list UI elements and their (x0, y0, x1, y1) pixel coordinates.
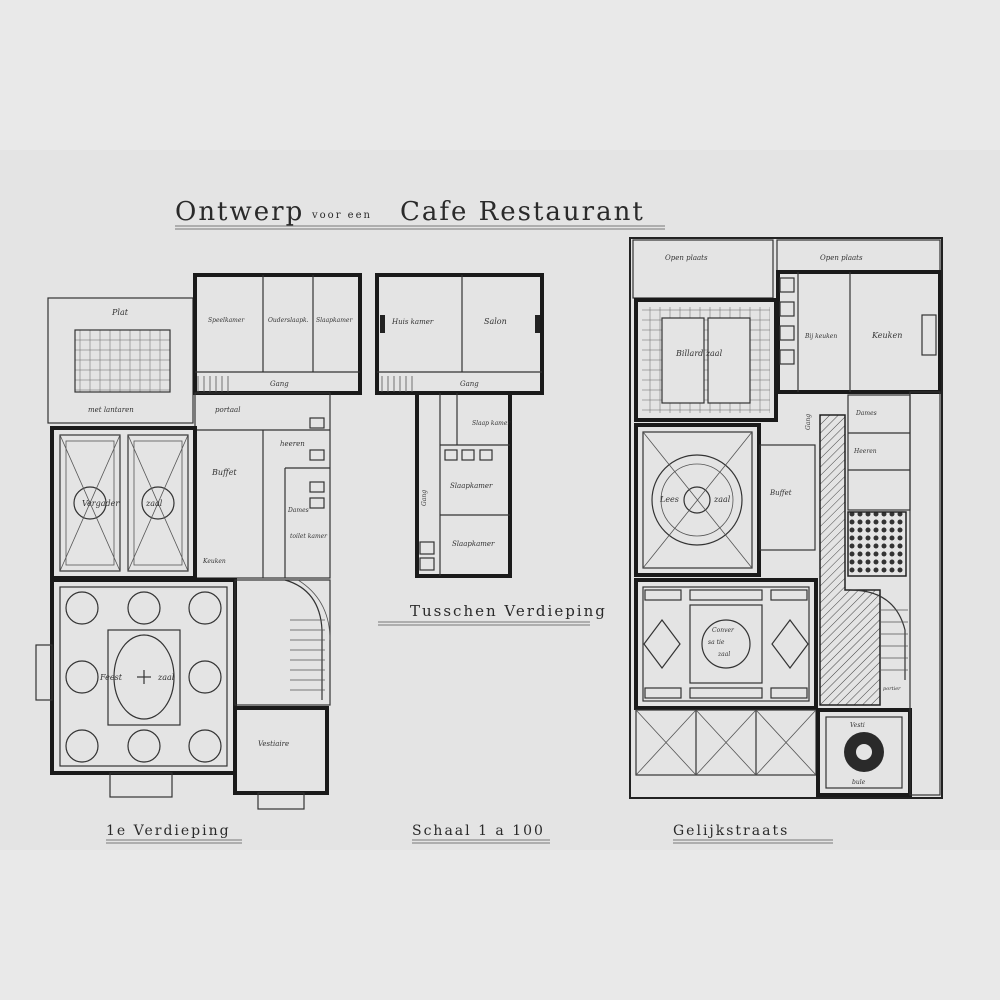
label-feest-a: Feest (99, 673, 123, 682)
title-word-2: Cafe Restaurant (400, 197, 645, 227)
label-heeren-ground: Heeren (853, 448, 877, 455)
label-vesti-b: bule (852, 779, 866, 786)
label-slaapkamer-mezz-2: Slaapkamer (450, 482, 493, 490)
plan-mezzanine: Huis kamer Salon Gang Slaap kamer Slaapk… (375, 273, 544, 578)
label-salon: Salon (484, 317, 507, 326)
label-keuken-small: Keuken (202, 558, 226, 565)
buffet-ground (759, 444, 816, 551)
label-gang-ground: Gang (805, 414, 812, 430)
label-conver-b: sa tie (708, 639, 725, 646)
billiard-table-1 (661, 317, 705, 404)
title-small-words: voor een (311, 210, 372, 221)
cloakroom (233, 706, 329, 795)
conversation-room (634, 578, 818, 710)
label-keuken: Keuken (871, 331, 902, 340)
label-vergader-b: zaal (145, 499, 163, 508)
label-vesti-a: Vesti (850, 722, 865, 729)
label-gang-1f: Gang (270, 380, 289, 388)
label-speelkamer: Speelkamer (208, 317, 245, 324)
label-feest-b: zaal (157, 673, 175, 682)
label-conver-c: zaal (717, 651, 730, 658)
side-passage (909, 391, 941, 796)
label-dames-ground: Dames (855, 410, 877, 417)
label-open-2: Open plaats (820, 254, 863, 262)
mezz-lower-block (415, 391, 512, 578)
label-slaapkamer-mezz-3: Slaapkamer (452, 540, 495, 548)
label-slaapkamer-1f: Slaapkamer (316, 317, 353, 324)
label-gang-mezz: Gang (460, 380, 479, 388)
bay-window (35, 644, 53, 701)
label-conver-a: Conver (712, 627, 735, 634)
reading-room (634, 423, 761, 577)
label-lees-b: zaal (713, 495, 731, 504)
label-buffet-ground: Buffet (769, 489, 792, 497)
billiard-table-2 (707, 317, 751, 404)
ground-stairs (849, 589, 906, 680)
corridor-stairs (234, 579, 331, 706)
roof-lantern (74, 329, 171, 393)
kitchen-block (776, 270, 942, 394)
label-huiskamer: Huis kamer (391, 318, 434, 326)
caption-scale: Schaal 1 a 100 (412, 823, 545, 839)
floor-plan-drawing: Ontwerp voor een Cafe Restaurant Plat me… (35, 197, 943, 844)
caption-mezzanine: Tusschen Verdieping (410, 602, 607, 620)
label-gang-mezz-2: Gang (421, 490, 428, 506)
mezz-top-block (375, 273, 544, 395)
label-toilet: toilet kamer (290, 533, 328, 540)
label-heeren-1f: heeren (280, 440, 305, 448)
hatched-corridor (819, 414, 881, 706)
captions: Tusschen Verdieping 1e Verdieping Schaal… (106, 602, 833, 844)
label-lantaren: met lantaren (88, 406, 134, 414)
balcony (109, 772, 173, 798)
label-buffet-1f: Buffet (211, 468, 237, 477)
label-vestiaire: Vestiaire (258, 740, 289, 748)
label-dames-1f: Dames (287, 507, 309, 514)
label-slaapkamer-mezz-1: Slaap kamer (472, 420, 511, 427)
label-ouders: Ouderslaapk. (268, 317, 309, 324)
caption-first-floor: 1e Verdieping (106, 823, 231, 839)
top-rooms-block (193, 273, 362, 395)
label-bijkeuken: Bij keuken (804, 333, 837, 340)
plan-ground-floor: Open plaats Open plaats Billard zaal Bij… (629, 237, 943, 799)
tiled-floor (847, 511, 907, 577)
title-word-1: Ontwerp (175, 197, 304, 227)
label-lees-a: Lees (659, 495, 679, 504)
label-portier: portier (883, 686, 901, 692)
open-court-1 (632, 239, 774, 299)
label-biljart: Billard zaal (675, 349, 723, 358)
label-open-1: Open plaats (665, 254, 708, 262)
label-plat: Plat (111, 308, 129, 317)
plan-first-floor: Plat met lantaren Speelkamer Ouderslaapk… (35, 273, 362, 810)
label-vergader-a: Vergader (82, 499, 120, 508)
label-portaal: portaal (215, 406, 240, 414)
drawing-sheet: Ontwerp voor een Cafe Restaurant Plat me… (0, 150, 1000, 850)
drawing-title: Ontwerp voor een Cafe Restaurant (175, 197, 665, 230)
caption-ground: Gelijkstraats (673, 823, 789, 839)
